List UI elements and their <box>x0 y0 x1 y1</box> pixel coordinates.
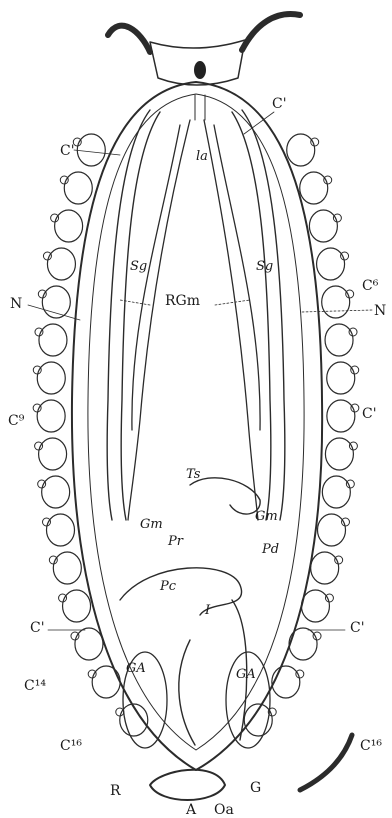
left-appendage <box>42 514 74 546</box>
right-appendage <box>289 628 321 660</box>
label-c6: C⁶ <box>362 278 379 294</box>
label-r: R <box>110 783 121 799</box>
salivary-glands <box>107 110 285 520</box>
label-n-left: N <box>10 296 22 312</box>
label-c16-right: C¹⁶ <box>360 738 382 754</box>
label-gm-right: Gm <box>255 509 278 524</box>
right-appendage <box>325 324 357 356</box>
label-c1-upper-left: C' <box>60 143 75 159</box>
right-appendage <box>322 286 354 318</box>
left-appendage <box>33 362 65 394</box>
label-ga-left: GA <box>126 661 146 676</box>
right-appendage <box>311 552 343 584</box>
label-a: A <box>185 802 197 818</box>
left-appendage <box>88 666 120 698</box>
left-appendage <box>35 324 67 356</box>
label-n-right: N <box>374 303 386 319</box>
left-appendage <box>73 134 105 166</box>
right-appendage <box>327 362 359 394</box>
label-pd: Pd <box>261 542 279 557</box>
left-appendage <box>49 552 81 584</box>
left-appendage <box>59 590 91 622</box>
right-appendage <box>322 476 354 508</box>
label-pc: Pc <box>159 579 177 594</box>
label-c16-left: C¹⁶ <box>60 738 82 754</box>
right-appendage <box>309 210 341 242</box>
right-appendage <box>300 172 332 204</box>
right-appendage <box>272 666 304 698</box>
label-pr: Pr <box>167 534 184 549</box>
label-gm-left: Gm <box>140 517 163 532</box>
label-ga-right: GA <box>236 667 256 682</box>
label-rgm: RGm <box>165 293 200 309</box>
label-g: G <box>250 780 261 796</box>
label-la: la <box>196 149 208 164</box>
gut <box>128 120 260 520</box>
left-appendage <box>43 248 75 280</box>
label-c1-top-right: C' <box>272 96 287 112</box>
label-i: I <box>204 603 211 618</box>
label-c1-lower-left: C' <box>30 620 45 636</box>
left-appendage <box>38 286 70 318</box>
labels: C' C' la C⁶ N N Sg Sg RGm C⁹ C' Ts Gm Gm… <box>8 96 386 818</box>
right-appendage <box>317 248 349 280</box>
label-ts: Ts <box>186 467 201 482</box>
label-sg-left: Sg <box>130 259 147 274</box>
left-appendage <box>51 210 83 242</box>
label-c1-right-mid: C' <box>362 406 377 422</box>
left-appendage <box>71 628 103 660</box>
label-c9: C⁹ <box>8 413 25 429</box>
right-appendage <box>301 590 333 622</box>
left-appendage <box>60 172 92 204</box>
right-appendage <box>287 134 319 166</box>
right-appendage <box>327 400 359 432</box>
right-appendage <box>325 438 357 470</box>
label-c14: C¹⁴ <box>24 678 46 694</box>
label-c1-lower-right: C' <box>350 620 365 636</box>
label-sg-right: Sg <box>256 259 273 274</box>
right-appendage <box>244 704 276 736</box>
left-appendage <box>35 438 67 470</box>
left-appendage <box>38 476 70 508</box>
right-appendage <box>318 514 350 546</box>
left-appendage <box>33 400 65 432</box>
label-oa: Oa <box>214 802 234 818</box>
